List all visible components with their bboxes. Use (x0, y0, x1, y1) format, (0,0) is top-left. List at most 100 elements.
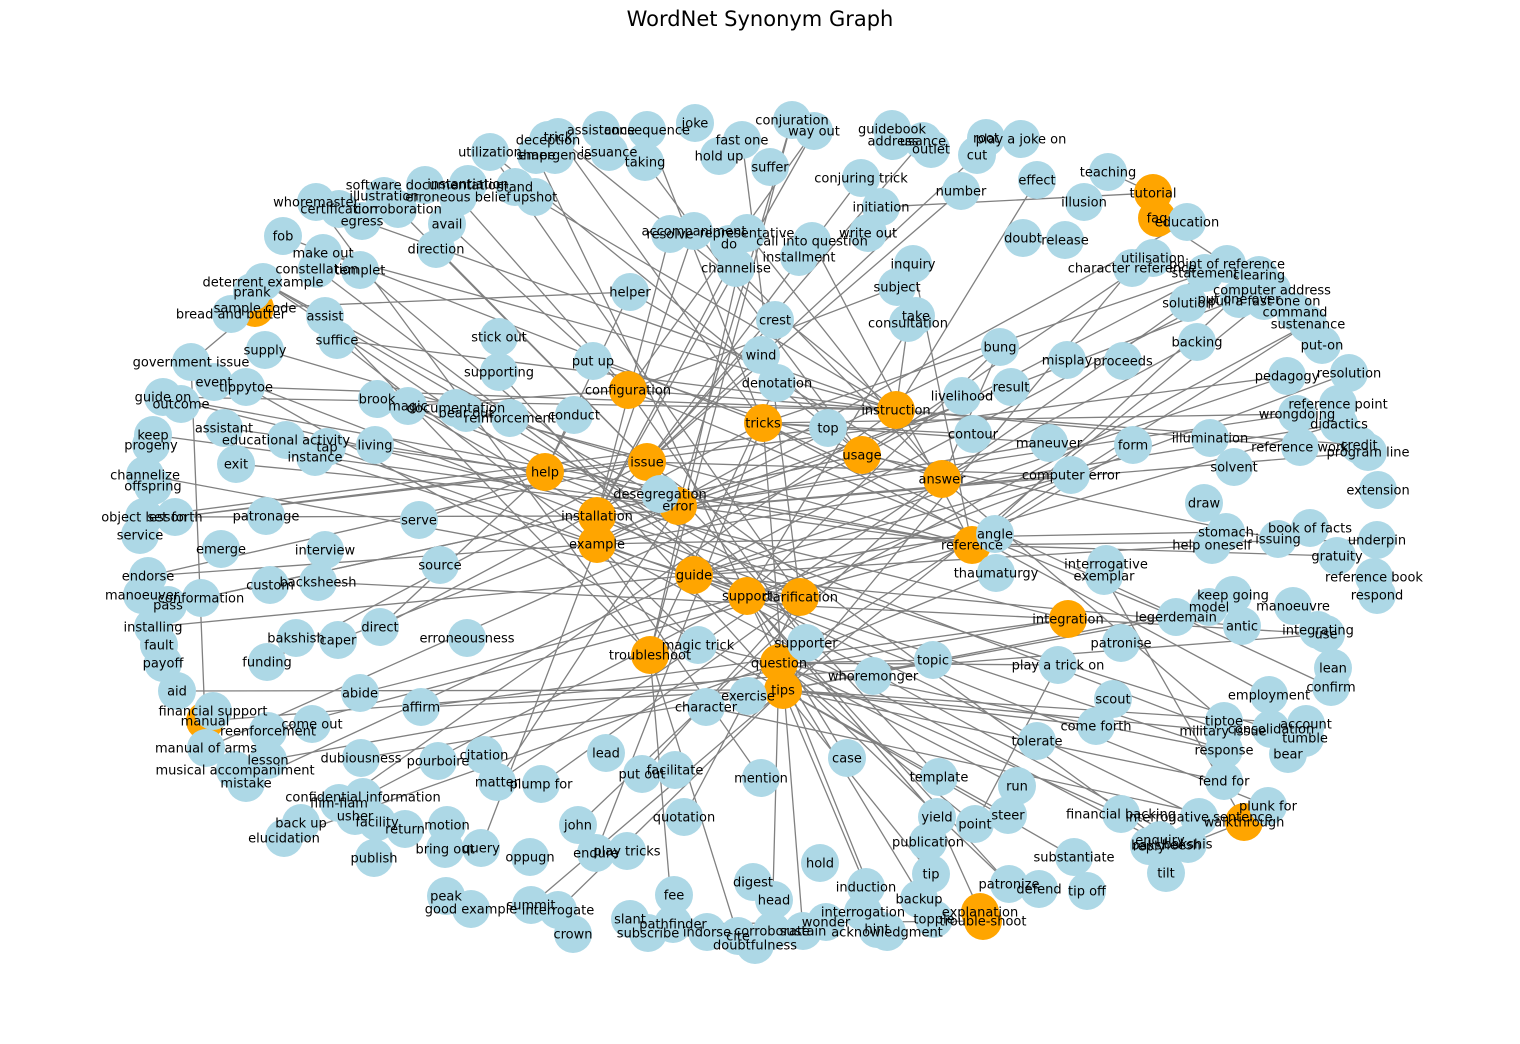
node-play-a-joke-on (1002, 120, 1040, 158)
node-effect (1018, 161, 1056, 199)
node-templet (341, 251, 379, 289)
node-label-helper: helper (609, 286, 651, 301)
node-label-dubiousness: dubiousness (320, 752, 401, 767)
node-label-conformation: conformation (158, 592, 245, 607)
node-label-pathfinder: pathfinder (639, 918, 707, 933)
node-interview (306, 531, 344, 569)
node-case (828, 739, 866, 777)
synonym-node-circle (417, 230, 455, 268)
node-label-whoremonger: whoremonger (828, 670, 919, 685)
synonym-node-circle (889, 304, 927, 342)
synonym-node-circle (386, 810, 424, 848)
synonym-node-circle (1191, 419, 1229, 457)
node-scout (1094, 680, 1132, 718)
node-plump-for (522, 765, 560, 803)
node-label-bear-out: bear out (439, 407, 494, 422)
node-label-topic: topic (917, 654, 949, 669)
edge-play-a-trick-on-point (974, 664, 1059, 825)
synonym-node-circle (162, 385, 200, 423)
node-label-outcome: outcome (152, 398, 209, 413)
node-label-topple: topple (913, 913, 954, 928)
synonym-node-circle (1065, 183, 1103, 221)
node-label-digest: digest (733, 876, 773, 891)
edge-support-plunk-for (746, 595, 1269, 807)
node-label-indorse: indorse (683, 926, 731, 941)
synonym-node-circle (1190, 588, 1228, 626)
synonym-node-circle (780, 238, 818, 276)
synonym-node-circle (729, 677, 767, 715)
node-label-publication: publication (892, 836, 964, 851)
node-reenforcement (249, 712, 287, 750)
synonym-node-circle (182, 579, 220, 617)
node-event (195, 363, 233, 401)
node-issuing (1259, 520, 1297, 558)
synonym-node-circle (227, 368, 265, 406)
node-label-denotation: denotation (742, 377, 812, 392)
node-label-template: template (910, 771, 969, 786)
edge-tricks-employment (762, 422, 1270, 696)
synonym-node-circle (1291, 509, 1329, 547)
node-misplay (1048, 341, 1086, 379)
node-label-bread-and-butter: bread and butter (176, 308, 287, 323)
synonym-node-circle (355, 839, 393, 877)
node-label-financial-support: financial support (158, 705, 267, 720)
edge-tips-model (782, 606, 1210, 691)
node-label-interrogate: interrogate (522, 904, 594, 919)
node-label-reinforcement: reinforcement (464, 412, 556, 427)
node-label-elucidation: elucidation (248, 832, 320, 847)
node-label-erroneousness: erroneousness (419, 632, 514, 647)
synonym-node-circle (1030, 424, 1068, 462)
node-put-out (623, 755, 661, 793)
synonym-node-circle (755, 881, 793, 919)
node-hold (801, 844, 839, 882)
node-label-initiation: initiation (852, 201, 909, 216)
node-label-egress: egress (341, 215, 384, 230)
node-come-out (293, 705, 331, 743)
synonym-node-circle (1269, 735, 1307, 773)
node-gratuity (1318, 537, 1356, 575)
synonym-node-circle (736, 926, 774, 964)
synonym-node-circle (577, 834, 615, 872)
synonym-node-circle (989, 796, 1027, 834)
node-label-fee: fee (664, 889, 685, 904)
edge-reference-clearing (971, 274, 1260, 546)
node-wind (742, 336, 780, 374)
graph-title: WordNet Synonym Graph (627, 7, 894, 31)
node-fend-for (1205, 762, 1243, 800)
node-label-play-a-trick-on: play a trick on (1012, 659, 1105, 674)
node-backing (1178, 323, 1216, 361)
node-label-cite: cite (726, 930, 750, 945)
node-label-help: help (531, 466, 559, 481)
node-substantiate (1055, 838, 1093, 876)
node-label-custom: custom (246, 579, 294, 594)
node-label-integrating: integrating (1282, 624, 1354, 639)
node-label-illustration: illustration (349, 190, 418, 205)
synonym-node-circle (784, 912, 822, 950)
node-label-software-documentation: software documentation (346, 179, 504, 194)
node-topic (914, 641, 952, 679)
node-label-crest: crest (759, 314, 791, 329)
node-label-confidential-information: confidential information (285, 791, 440, 806)
node-manual-of-arms (187, 729, 225, 767)
node-label-summit: summit (506, 899, 555, 914)
node-faq (1138, 199, 1176, 237)
node-label-illumination: illumination (1172, 432, 1248, 447)
synonym-node-circle (448, 619, 486, 657)
synonym-node-circle (915, 900, 953, 938)
node-book-of-facts (1291, 509, 1329, 547)
synonym-node-circle (787, 624, 825, 662)
node-label-extension: extension (1346, 484, 1409, 499)
synonym-node-circle (1312, 668, 1350, 706)
synonym-node-circle (341, 674, 379, 712)
node-living (356, 426, 394, 464)
node-configuration (609, 371, 647, 409)
node-stick-out (480, 318, 518, 356)
node-label-plump-for: plump for (509, 778, 573, 793)
node-label-magic-trick: magic trick (662, 639, 735, 654)
node-response (1205, 731, 1243, 769)
node-label-confirm: confirm (1306, 681, 1355, 696)
synonym-node-circle (471, 133, 509, 171)
synonym-node-circle (795, 112, 833, 150)
node-indorse (688, 913, 726, 951)
synonym-node-circle (158, 672, 196, 710)
